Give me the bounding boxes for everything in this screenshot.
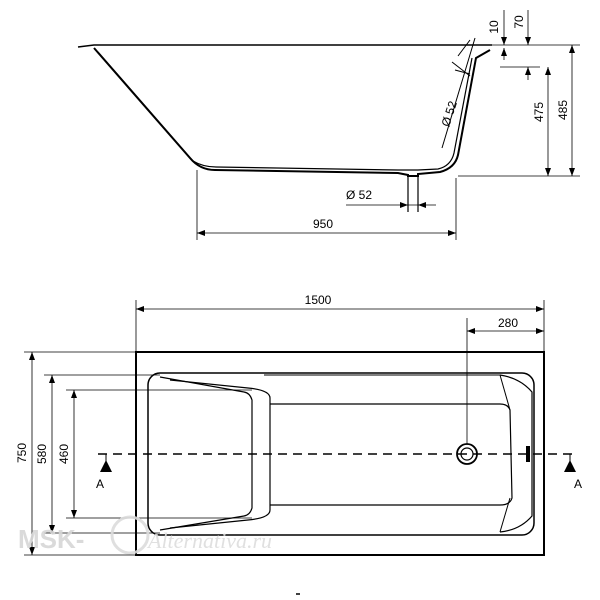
dim-950-label: 950 xyxy=(313,217,333,231)
dim-475-label: 475 xyxy=(532,102,546,122)
tub-outer-shell xyxy=(93,47,491,177)
dim-950-arrow-r xyxy=(448,230,456,236)
overflow-tick xyxy=(457,39,471,57)
drain-dim-arrow-r xyxy=(418,202,426,208)
drain-diameter-label: Ø 52 xyxy=(346,188,372,202)
dim-580-arrow-bottom xyxy=(49,525,55,533)
dim-280-arrow-r xyxy=(536,328,544,334)
dim-475-arrow-bottom xyxy=(545,168,551,176)
top-plan-view: A A 1500 280 750 580 xyxy=(15,293,582,556)
dim-750-label: 750 xyxy=(15,443,29,463)
dim-460-arrow-bottom xyxy=(71,510,77,518)
tub-rim xyxy=(77,44,492,48)
dim-1500-label: 1500 xyxy=(305,293,332,307)
overflow-leader xyxy=(441,37,476,149)
dim-1500-arrow-l xyxy=(136,306,144,312)
dim-70-arrow xyxy=(525,37,531,45)
overflow-mark xyxy=(526,446,530,462)
dim-460-label: 460 xyxy=(57,444,71,464)
tub-inner-shell xyxy=(97,51,473,171)
dim-460-arrow-top xyxy=(71,390,77,398)
dim-750-arrow-top xyxy=(29,352,35,360)
side-section-view: 10 70 475 485 Ø 52 Ø 52 950 xyxy=(77,10,580,240)
watermark: MSK- Alternativa.ru xyxy=(18,515,272,555)
section-label-left: A xyxy=(96,477,104,491)
dim-10-arrow-b xyxy=(501,48,507,56)
dim-485-label: 485 xyxy=(556,100,570,120)
dim-1500-arrow-r xyxy=(536,306,544,312)
watermark-brand: MSK- xyxy=(18,524,84,554)
dim-580-label: 580 xyxy=(35,444,49,464)
dim-70-arrow-b xyxy=(525,67,531,75)
section-label-right: A xyxy=(574,477,582,491)
dim-950-arrow-l xyxy=(197,230,205,236)
corner-line-br xyxy=(499,497,511,533)
dim-10-label: 10 xyxy=(487,20,501,34)
dim-475-arrow-top xyxy=(545,67,551,75)
dim-580-arrow-top xyxy=(49,375,55,383)
overflow-tick-2 xyxy=(454,69,471,75)
dim-280-arrow-l xyxy=(467,328,475,334)
corner-line-tr xyxy=(499,374,511,411)
dim-485-arrow-top xyxy=(569,45,575,53)
dim-280-label: 280 xyxy=(498,316,518,330)
drain-dim-arrow-l xyxy=(400,202,408,208)
right-end-slope xyxy=(499,374,533,533)
overflow-diameter-label: Ø 52 xyxy=(439,99,460,128)
watermark-logo-ring xyxy=(110,515,150,555)
dim-750-arrow-bottom xyxy=(29,547,35,555)
overflow-tick-3 xyxy=(451,61,471,77)
dim-70-label: 70 xyxy=(512,15,526,29)
dim-10-arrow xyxy=(501,37,507,45)
watermark-script: Alternativa.ru xyxy=(146,528,272,553)
dim-485-arrow-bottom xyxy=(569,168,575,176)
